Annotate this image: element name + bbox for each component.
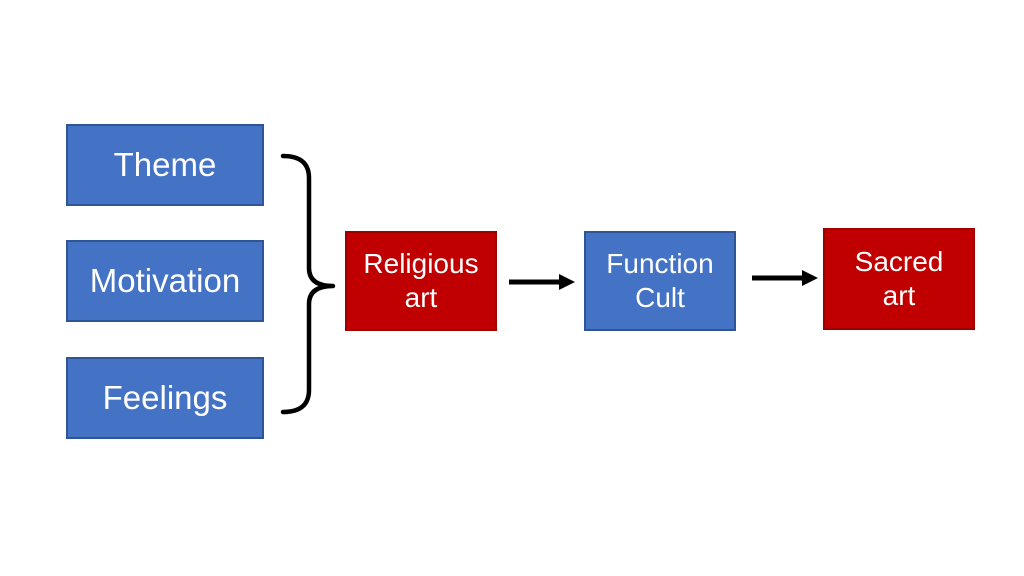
arrow-right-icon	[752, 270, 818, 286]
box-function-cult: Function Cult	[584, 231, 736, 331]
box-feelings: Feelings	[66, 357, 264, 439]
box-motivation: Motivation	[66, 240, 264, 322]
box-sacred-art: Sacred art	[823, 228, 975, 330]
box-religious-art: Religious art	[345, 231, 497, 331]
box-theme: Theme	[66, 124, 264, 206]
curly-brace-icon	[280, 153, 336, 415]
arrow-right-icon	[509, 274, 575, 290]
